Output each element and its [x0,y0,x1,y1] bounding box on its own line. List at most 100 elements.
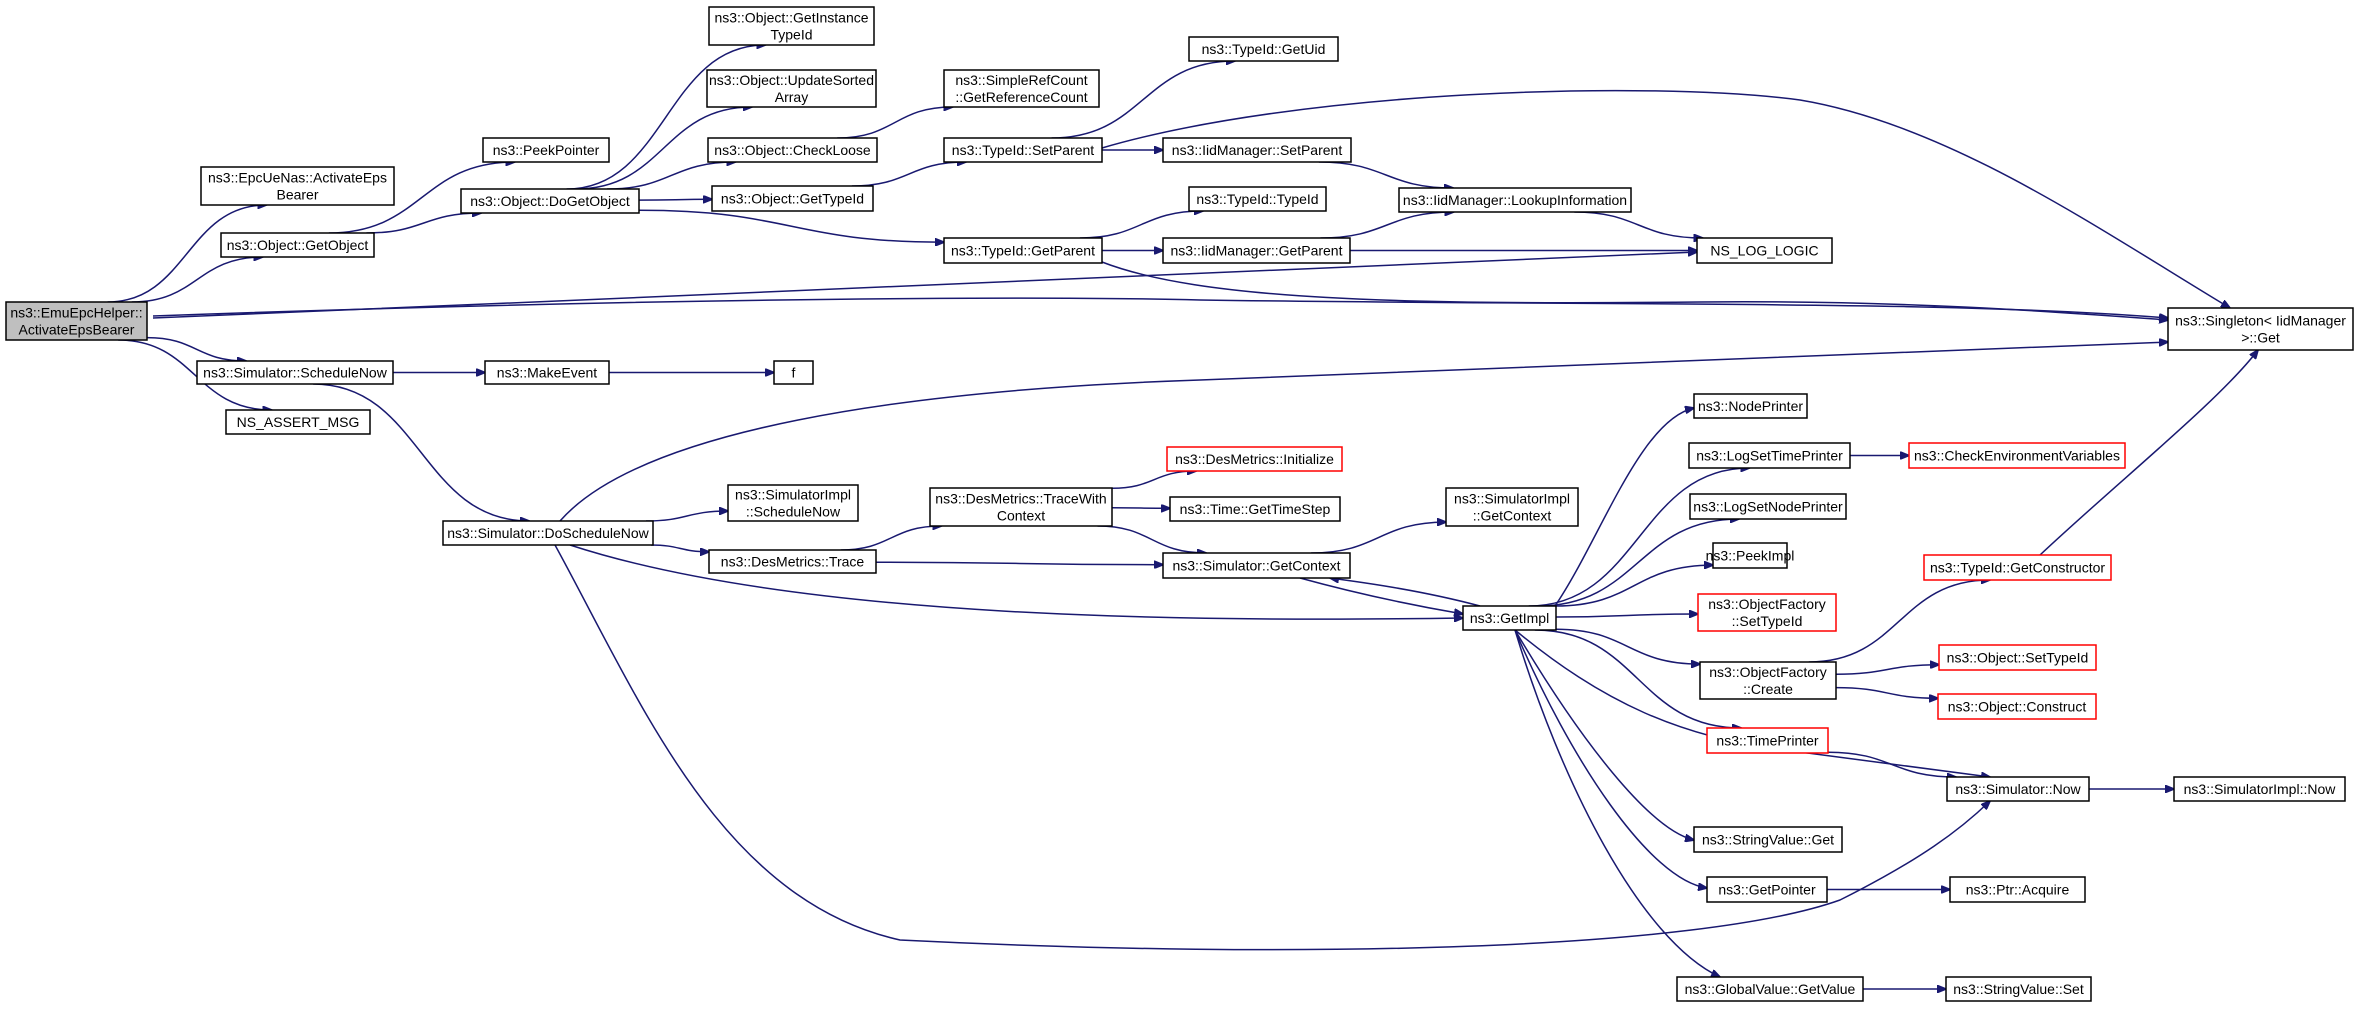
node-box [708,6,875,46]
node-box [1699,661,1837,700]
edge-ofcreate-to-objconstruct [1835,686,1938,699]
node-gvgetvalue[interactable]: ns3::GlobalValue::GetValue [1676,976,1864,1002]
edge-dogetobject-to-updsorted [575,107,752,190]
node-implnow[interactable]: ns3::SimulatorImpl::Now [2173,776,2346,802]
node-peekpointer[interactable]: ns3::PeekPointer [482,137,610,163]
node-nslogic[interactable]: NS_LOG_LOGIC [1696,237,1833,264]
edge-getobject-to-dogetobject [366,213,481,234]
edge-line [1554,408,1694,607]
edge-simgetctx-to-implgetctx [1311,522,1446,554]
node-dmtrace[interactable]: ns3::DesMetrics::Trace [708,549,877,574]
node-label: ns3::Object::GetObject [227,237,369,253]
node-box [1696,237,1833,264]
edge-getimpl-to-ofcreate [1555,628,1700,664]
node-makeevent[interactable]: ns3::MakeEvent [484,360,610,385]
node-strvalset[interactable]: ns3::StringValue::Set [1945,976,2092,1002]
node-timestep[interactable]: ns3::Time::GetTimeStep [1169,496,1341,522]
node-label: ns3::EmuEpcHelper:: [10,305,142,321]
node-tidgetctor[interactable]: ns3::TypeId::GetConstructor [1923,554,2112,581]
node-simnow[interactable]: ns3::Simulator::Now [1946,776,2090,802]
node-simplerc[interactable]: ns3::SimpleRefCount::GetReferenceCount [943,69,1100,108]
edge-line [837,107,952,139]
node-schednow[interactable]: ns3::Simulator::ScheduleNow [196,360,394,385]
node-timeprinter[interactable]: ns3::TimePrinter [1706,727,1829,754]
node-box [1706,876,1828,903]
node-box [1166,446,1343,472]
node-implgetctx[interactable]: ns3::SimulatorImpl::GetContext [1445,487,1579,527]
node-ofsettid[interactable]: ns3::ObjectFactory::SetTypeId [1697,593,1837,632]
node-label: ns3::DesMetrics::Trace [721,554,865,570]
node-doschednow[interactable]: ns3::Simulator::DoScheduleNow [442,520,654,546]
node-dogetobject[interactable]: ns3::Object::DoGetObject [460,188,640,214]
edge-iidgetparent-to-iidlookup [1320,212,1454,239]
node-tidgetparent[interactable]: ns3::TypeId::GetParent [943,237,1103,264]
edge-getimpl-to-logsetnode [1537,519,1739,607]
edge-line [1555,614,1698,617]
node-objsettid[interactable]: ns3::Object::SetTypeId [1938,644,2097,671]
node-ptracquire[interactable]: ns3::Ptr::Acquire [1949,876,2086,903]
node-logsetnode[interactable]: ns3::LogSetNodePrinter [1689,493,1847,520]
node-getimpl[interactable]: ns3::GetImpl [1462,605,1557,631]
node-simgetctx[interactable]: ns3::Simulator::GetContext [1162,552,1351,579]
node-getpointer[interactable]: ns3::GetPointer [1706,876,1828,903]
node-implsched[interactable]: ns3::SimulatorImpl::ScheduleNow [727,484,859,522]
node-box [1162,552,1351,579]
edge-line [328,162,515,234]
edge-line [851,162,966,187]
edge-line [1320,212,1454,239]
edge-getimpl-to-peekimpl [1555,565,1713,607]
node-strvalget[interactable]: ns3::StringValue::Get [1693,826,1843,853]
edge-root-to-getobject [131,257,263,303]
node-peekimpl[interactable]: ns3::PeekImpl [1706,542,1795,569]
node-objconstruct[interactable]: ns3::Object::Construct [1937,693,2097,720]
node-box [773,360,814,385]
node-box [2173,776,2346,802]
node-box [1693,826,1843,853]
node-ofcreate[interactable]: ns3::ObjectFactory::Create [1699,661,1837,700]
node-label: ns3::TypeId::TypeId [1196,191,1318,207]
node-box [200,166,395,206]
node-box [943,69,1100,108]
node-box [1697,593,1837,632]
node-label: ns3::TypeId::GetConstructor [1930,560,2105,576]
node-label: ns3::SimulatorImpl [1454,491,1570,507]
edge-getimpl-to-simnow [1514,629,1990,777]
node-objgettid[interactable]: ns3::Object::GetTypeId [711,185,874,212]
node-checkenv[interactable]: ns3::CheckEnvironmentVariables [1908,442,2126,469]
node-singleton[interactable]: ns3::Singleton< IidManager>::Get [2167,307,2354,351]
node-box [706,69,877,108]
node-tidgetuid[interactable]: ns3::TypeId::GetUid [1188,36,1339,62]
node-iidgetparent[interactable]: ns3::IidManager::GetParent [1162,237,1351,264]
node-box [1706,727,1829,754]
node-iidlookup[interactable]: ns3::IidManager::LookupInformation [1398,187,1632,213]
edge-root-to-assertmsg [118,339,272,410]
node-label: ns3::PeekImpl [1706,548,1795,564]
node-assertmsg[interactable]: NS_ASSERT_MSG [225,409,371,435]
edge-ofcreate-to-objsettid [1835,665,1939,675]
edge-line [638,199,712,200]
node-box [442,520,654,546]
node-box [1162,237,1351,264]
edge-line [1574,211,1702,238]
node-tidtid[interactable]: ns3::TypeId::TypeId [1188,186,1327,212]
edge-line [1097,525,1207,553]
node-root: ns3::EmuEpcHelper::ActivateEpsBearer [5,301,148,341]
node-uenas[interactable]: ns3::EpcUeNas::ActivateEpsBearer [200,166,395,206]
node-nodeprinter[interactable]: ns3::NodePrinter [1693,393,1808,419]
edge-line [1299,577,1463,614]
node-box [929,487,1113,527]
node-tidsetparent[interactable]: ns3::TypeId::SetParent [943,137,1103,163]
node-logsettime[interactable]: ns3::LogSetTimePrinter [1688,442,1851,469]
node-iidsetparent[interactable]: ns3::IidManager::SetParent [1162,137,1352,163]
node-label: ns3::StringValue::Set [1953,981,2084,997]
node-dminit[interactable]: ns3::DesMetrics::Initialize [1166,446,1343,472]
node-f[interactable]: f [773,360,814,385]
node-checkloose[interactable]: ns3::Object::CheckLoose [707,137,878,163]
node-label: ns3::Object::UpdateSorted [709,72,874,88]
node-getobject[interactable]: ns3::Object::GetObject [220,232,375,258]
node-label: ns3::Simulator::DoScheduleNow [447,525,649,541]
node-label: ns3::IidManager::GetParent [1171,243,1343,259]
